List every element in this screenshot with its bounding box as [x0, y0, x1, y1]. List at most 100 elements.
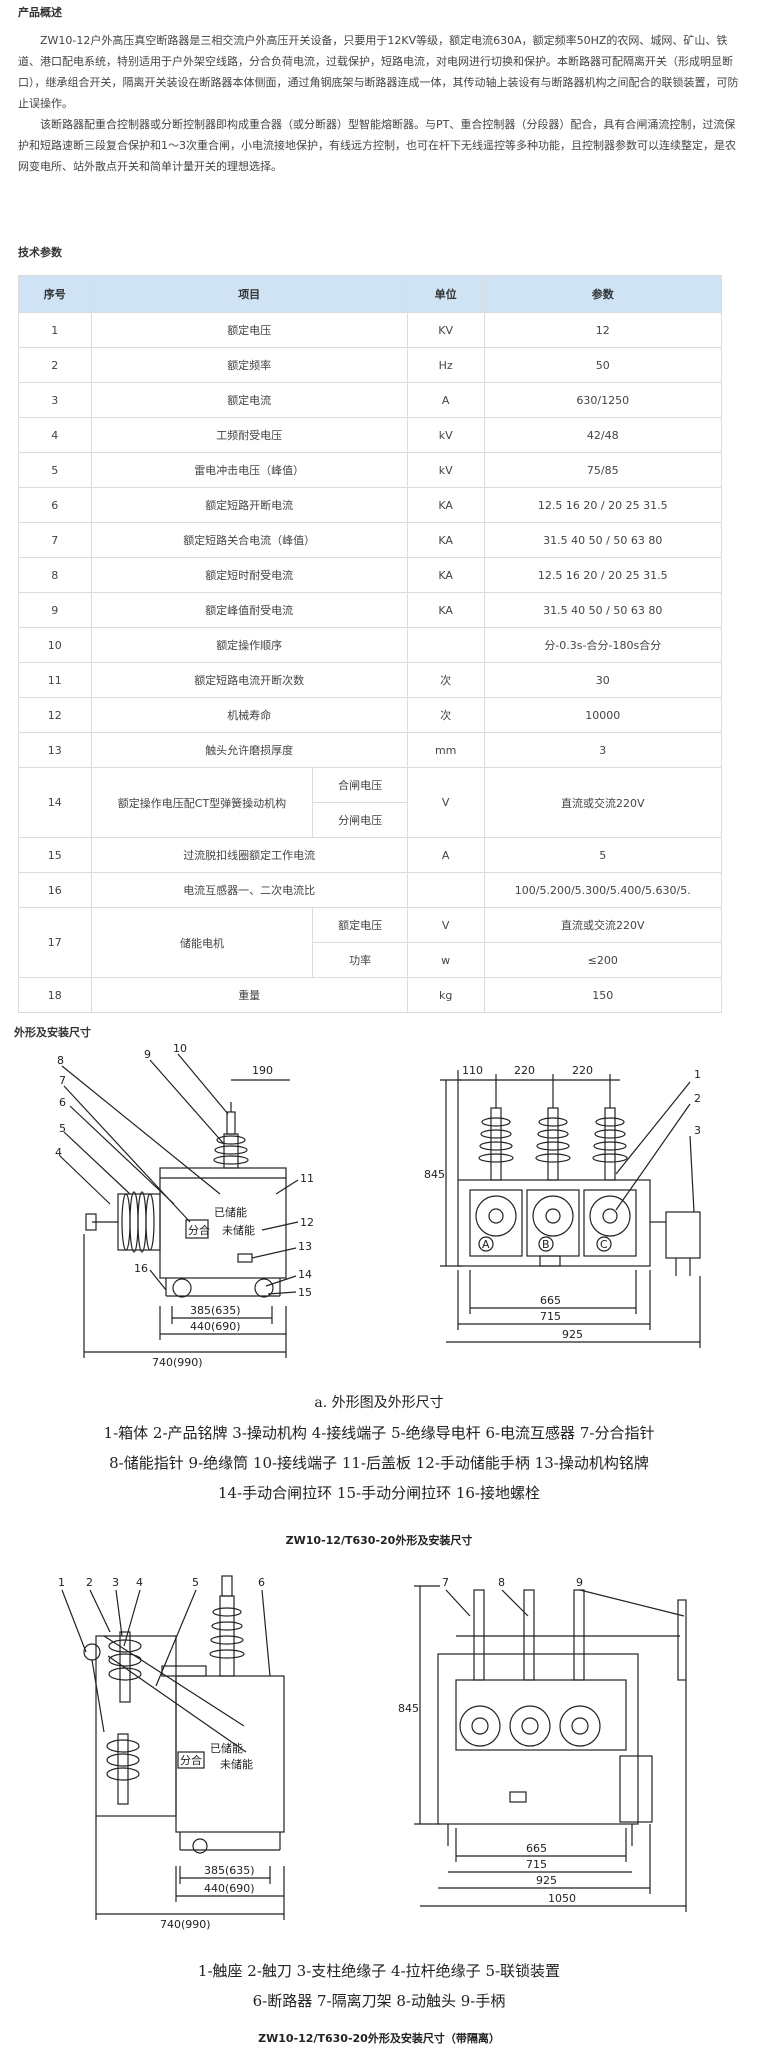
fig2-caption: ZW10-12/T630-20外形及安装尺寸（带隔离） — [258, 2032, 500, 2045]
cell-unit: KA — [406, 557, 485, 593]
cell-no: 6 — [18, 487, 92, 523]
cell-unit: kV — [406, 452, 485, 488]
cell-item: 额定频率 — [90, 347, 408, 383]
cell-no: 7 — [18, 522, 92, 558]
fig1-callout-4: 4 — [55, 1146, 62, 1159]
cell-subitem: 合闸电压 — [312, 767, 408, 803]
cell-unit: KA — [406, 487, 485, 523]
cell-subitem: 功率 — [312, 942, 408, 978]
fig2-drawing: 385(635) 440(690) 740(990) 1 2 3 4 5 6 已… — [58, 1575, 687, 1931]
fig2-callout-5: 5 — [192, 1576, 199, 1589]
cell-value: 50 — [483, 347, 723, 383]
fig2-legend-line-2: 6-断路器 7-隔离刀架 8-动触头 9-手柄 — [252, 1992, 506, 2010]
cell-no: 5 — [18, 452, 92, 488]
fig1-callout-13: 13 — [298, 1240, 312, 1253]
cell-value: ≤200 — [483, 942, 723, 978]
cell-unit: kV — [406, 417, 485, 453]
fig1-panel-uncharged: 未储能 — [222, 1223, 255, 1237]
cell-value: 42/48 — [483, 417, 723, 453]
fig2-legend-line-1: 1-触座 2-触刀 3-支柱绝缘子 4-拉杆绝缘子 5-联锁装置 — [197, 1962, 561, 1980]
fig1-dim-220b: 220 — [572, 1064, 593, 1077]
header-value: 参数 — [483, 275, 723, 313]
cell-value: 直流或交流220V — [483, 767, 723, 838]
cell-value: 150 — [483, 977, 723, 1013]
fig1-caption: ZW10-12/T630-20外形及安装尺寸 — [285, 1534, 473, 1547]
cell-no: 13 — [18, 732, 92, 768]
cell-unit: 次 — [406, 662, 485, 698]
fig1-dim-715: 715 — [540, 1310, 561, 1323]
cell-item: 额定短路电流开断次数 — [90, 662, 408, 698]
cell-item: 电流互感器一、二次电流比 — [90, 872, 408, 908]
cell-no: 11 — [18, 662, 92, 698]
cell-no: 18 — [18, 977, 92, 1013]
overview-title: 产品概述 — [18, 6, 62, 19]
cell-item: 机械寿命 — [90, 697, 408, 733]
fig1-callout-16: 16 — [134, 1262, 148, 1275]
cell-value: 31.5 40 50 / 50 63 80 — [483, 592, 723, 628]
cell-no: 2 — [18, 347, 92, 383]
fig1-callout-10: 10 — [173, 1044, 187, 1055]
fig2-dim-440: 440(690) — [204, 1882, 255, 1895]
cell-no: 9 — [18, 592, 92, 628]
cell-no: 10 — [18, 627, 92, 663]
fig1-callout-15: 15 — [298, 1286, 312, 1299]
cell-unit: A — [406, 837, 485, 873]
cell-value: 12.5 16 20 / 20 25 31.5 — [483, 487, 723, 523]
fig1-dim-220a: 220 — [514, 1064, 535, 1077]
cell-unit: KA — [406, 592, 485, 628]
fig1-drawing: 190 385(635) 440(690) 740(990) 8 9 10 7 … — [55, 1044, 701, 1369]
cell-item: 雷电冲击电压（峰值） — [90, 452, 408, 488]
fig2-panel-charged: 已储能 — [210, 1741, 243, 1755]
fig1-dim-665: 665 — [540, 1294, 561, 1307]
fig1-callout-12: 12 — [300, 1216, 314, 1229]
dims-title: 外形及安装尺寸 — [14, 1026, 91, 1039]
cell-item: 过流脱扣线圈额定工作电流 — [90, 837, 408, 873]
cell-value: 12 — [483, 312, 723, 348]
fig2-dim-740: 740(990) — [160, 1918, 211, 1931]
fig1-front-cabinet — [159, 1167, 287, 1279]
overview-paragraph-2: 该断路器配重合控制器或分断控制器即构成重合器（或分断器）型智能熔断器。与PT、重… — [18, 118, 736, 173]
cell-unit — [406, 872, 485, 908]
fig1-callout-3: 3 — [694, 1124, 701, 1137]
cell-value: 5 — [483, 837, 723, 873]
fig1-callout-6: 6 — [59, 1096, 66, 1109]
fig1-callout-14: 14 — [298, 1268, 312, 1281]
cell-value: 630/1250 — [483, 382, 723, 418]
fig1-panel-charged: 已储能 — [214, 1205, 247, 1219]
cell-no: 15 — [18, 837, 92, 873]
fig2-callout-7: 7 — [442, 1576, 449, 1589]
fig1-dim-385: 385(635) — [190, 1304, 241, 1317]
cell-item: 额定短路关合电流（峰值） — [90, 522, 408, 558]
fig1-legend-line-1: 1-箱体 2-产品铭牌 3-操动机构 4-接线端子 5-绝缘导电杆 6-电流互感… — [103, 1424, 655, 1442]
cell-item: 重量 — [90, 977, 408, 1013]
table-row: 分闸电压 — [19, 802, 722, 838]
header-no: 序号 — [18, 275, 92, 313]
cell-value: 30 — [483, 662, 723, 698]
fig1-dim-440: 440(690) — [190, 1320, 241, 1333]
fig2-callout-1: 1 — [58, 1576, 65, 1589]
cell-unit: KV — [406, 312, 485, 348]
fig2-callout-2: 2 — [86, 1576, 93, 1589]
cell-value: 31.5 40 50 / 50 63 80 — [483, 522, 723, 558]
cell-value: 12.5 16 20 / 20 25 31.5 — [483, 557, 723, 593]
fig1-callout-1: 1 — [694, 1068, 701, 1081]
cell-item: 额定电流 — [90, 382, 408, 418]
fig1-dim-845: 845 — [424, 1168, 445, 1181]
fig1-legend-line-3: 14-手动合闸拉环 15-手动分闸拉环 16-接地螺栓 — [217, 1484, 540, 1502]
fig1-dim-110: 110 — [462, 1064, 483, 1077]
fig1-phase-b: B — [542, 1238, 550, 1251]
cell-subitem: 额定电压 — [312, 907, 408, 943]
cell-value: 10000 — [483, 697, 723, 733]
fig2-dim-665: 665 — [526, 1842, 547, 1855]
